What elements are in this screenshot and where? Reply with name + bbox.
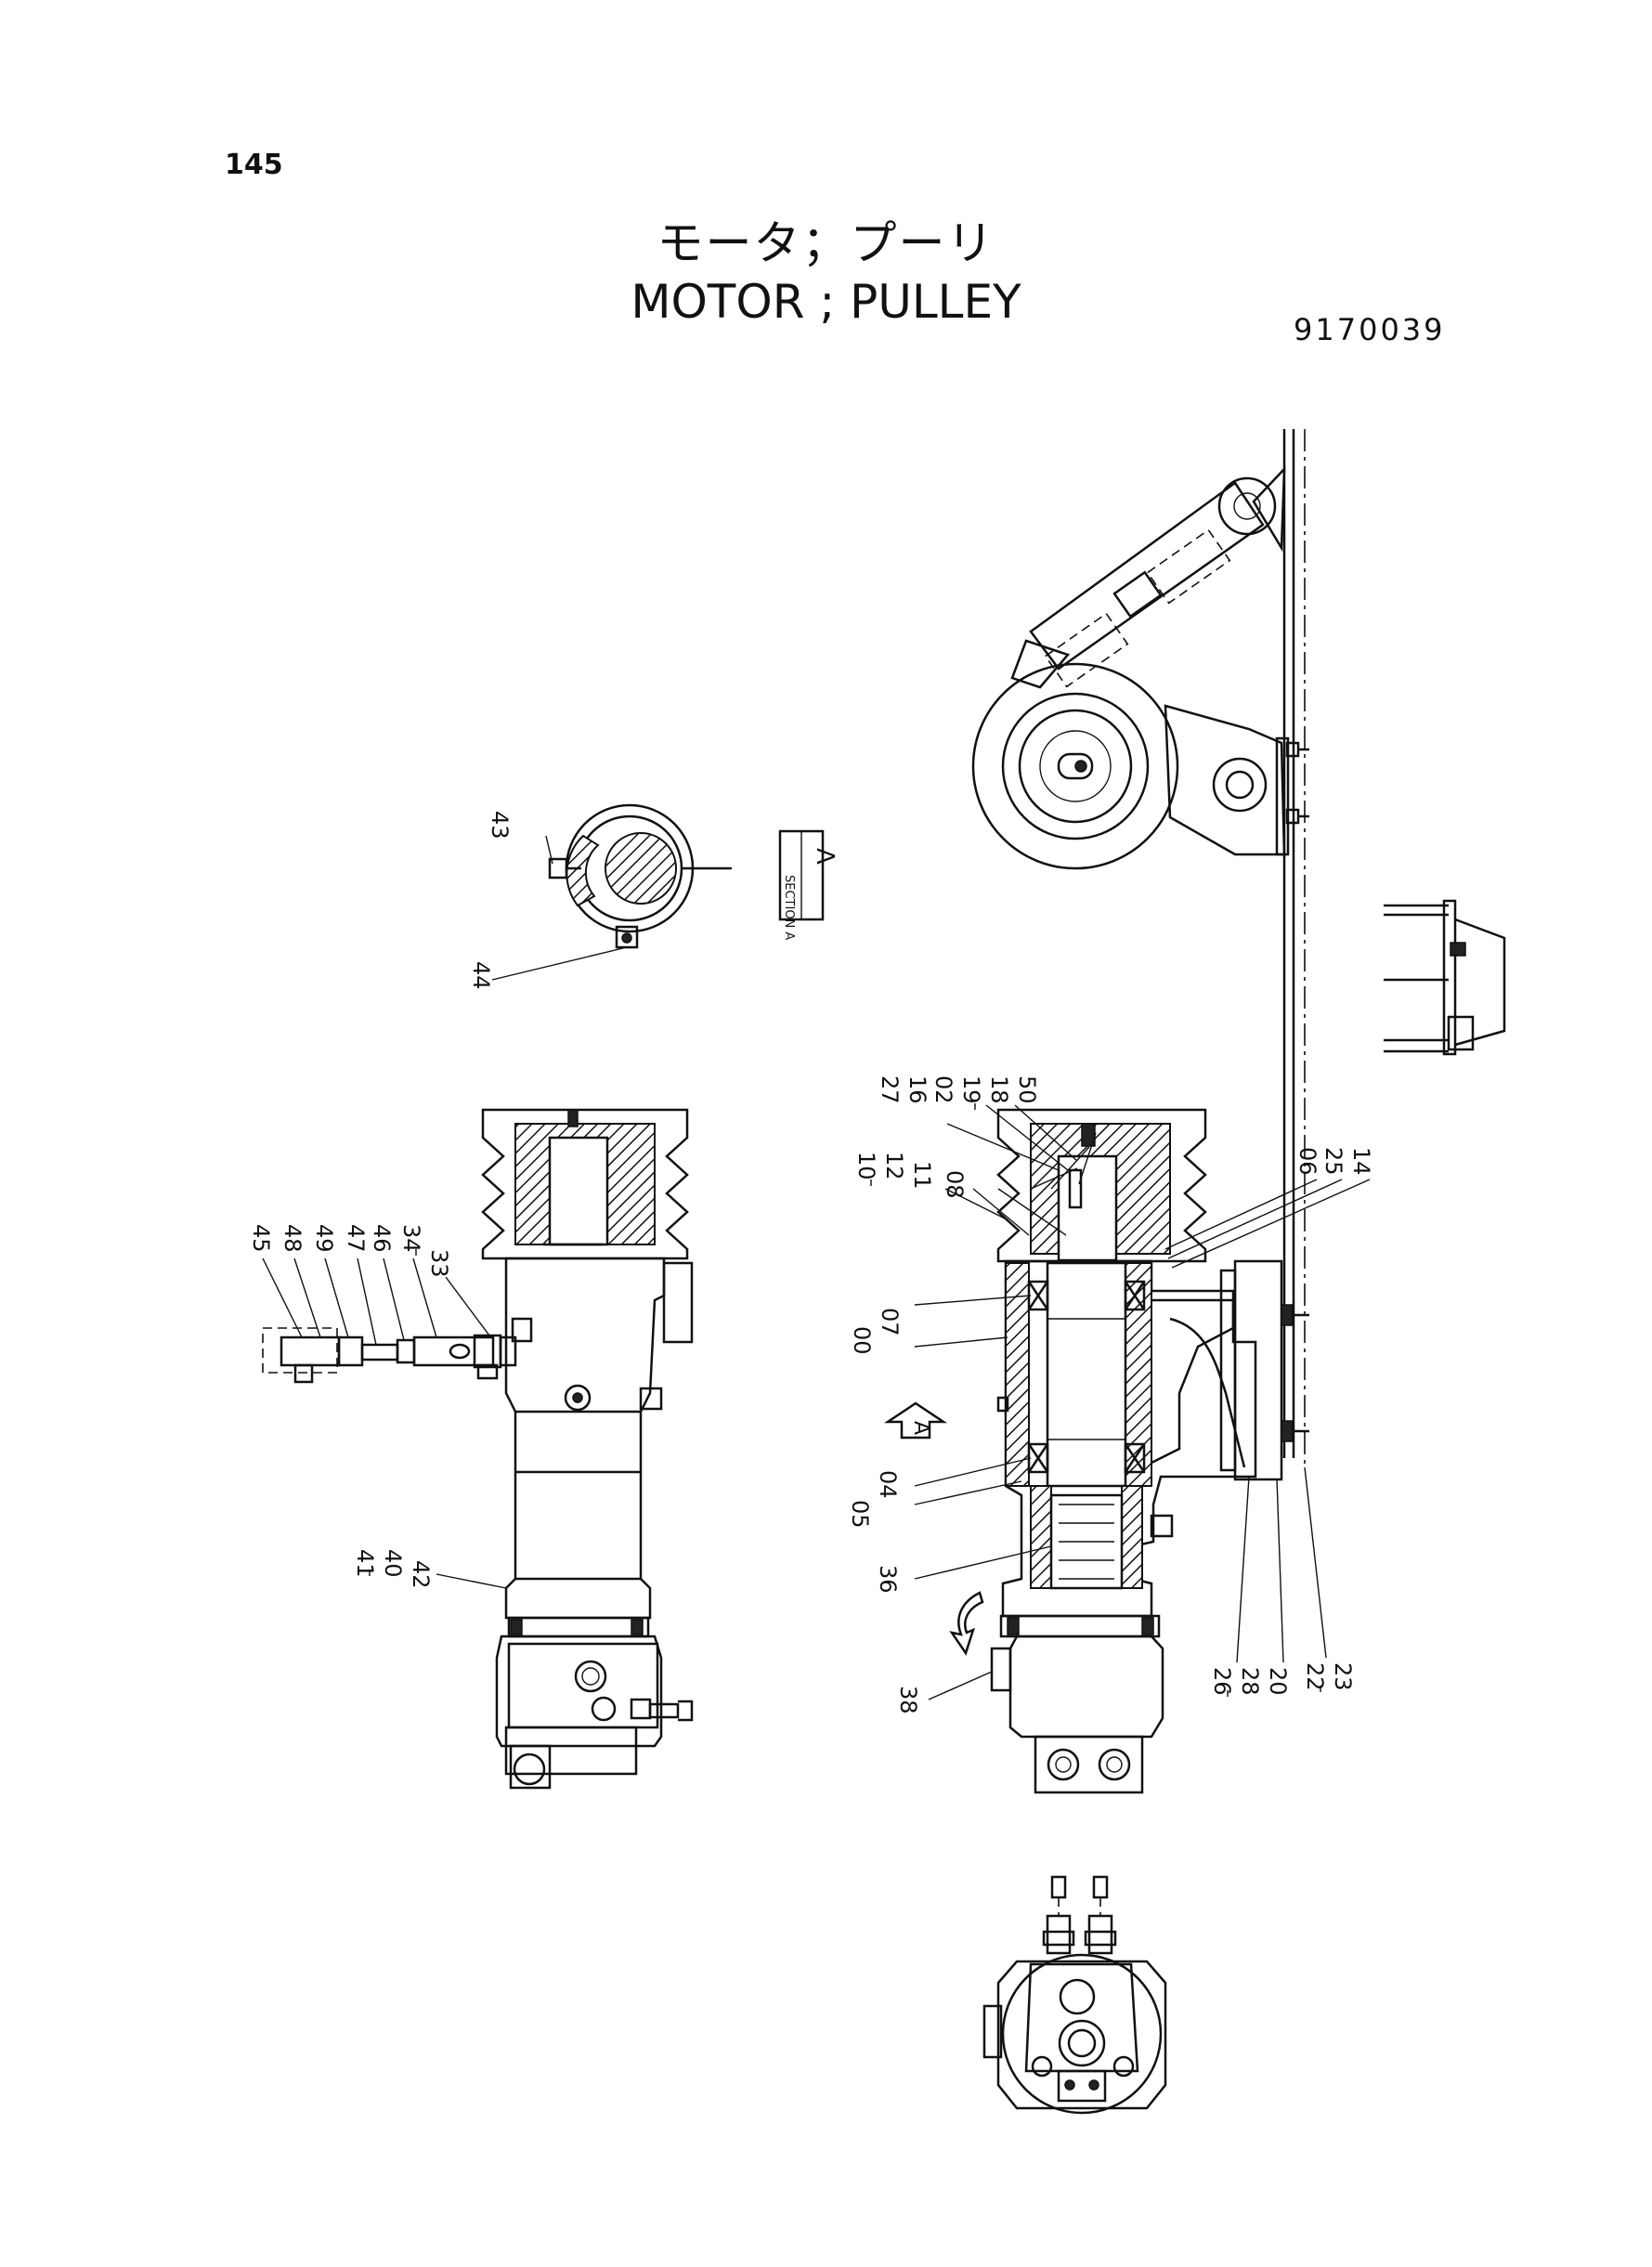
external-side-view [262,1108,694,1790]
page-number: 145 [225,149,283,181]
callout-38: 38 [895,1686,921,1714]
callout-22: 22 [1302,1662,1328,1691]
callout-06: 06 [1294,1147,1320,1176]
callout-45: 45 [248,1224,274,1253]
rotation-arrow-icon [949,1591,984,1656]
title-english: MOTOR ; PULLEY [631,275,1021,329]
callout-10: 10 [853,1152,879,1180]
callout-14: 14 [1348,1147,1374,1176]
callout-19: 19 [958,1075,984,1104]
callout-00: 00 [849,1326,875,1355]
callout-44: 44 [468,961,494,990]
mount-detail-view [1384,899,1506,1056]
callout-04: 04 [875,1470,901,1499]
svg-text:A: A [909,1421,932,1435]
callout-49: 49 [311,1224,337,1253]
callout-20: 20 [1265,1667,1291,1696]
callout-33: 33 [426,1249,452,1278]
callout-25: 25 [1320,1147,1346,1176]
callout-11: 11 [909,1161,935,1190]
callout-48: 48 [280,1224,306,1253]
callout-47: 47 [343,1224,369,1253]
title-japanese: モータ；プーリ [657,216,995,270]
callout-07: 07 [877,1308,903,1336]
callout-41: 41 [352,1549,378,1578]
callout-08: 08 [942,1170,968,1199]
callout-28: 28 [1237,1667,1263,1696]
callout-05: 05 [847,1500,873,1529]
callout-02: 02 [930,1075,956,1104]
callout-labels: 43 44 45 48 49 47 46 34 33 41 40 42 27 1… [248,811,1374,1714]
callout-36: 36 [875,1565,901,1594]
section-a-view [548,803,732,949]
callout-40: 40 [380,1549,406,1578]
callout-50: 50 [1014,1075,1040,1104]
callout-26: 26 [1209,1667,1235,1696]
leader-lines [262,835,1371,1700]
tensioner-side-view [971,465,1309,870]
callout-23: 23 [1330,1662,1356,1691]
callout-16: 16 [904,1075,930,1104]
section-a-text: SECTION A [782,875,796,940]
section-a-label-box: A SECTION A [778,829,839,940]
frame-reference-lines [1282,429,1306,1467]
sectional-view [990,1108,1309,1794]
callout-18: 18 [986,1075,1012,1104]
callout-42: 42 [408,1560,434,1589]
callout-43: 43 [487,811,513,840]
view-arrow-a-icon: A [883,1401,948,1440]
drawing-number: 9170039 [1294,312,1446,347]
callout-46: 46 [369,1224,395,1253]
callout-12: 12 [881,1152,907,1180]
callout-34: 34 [398,1224,424,1253]
section-a-letter: A [811,848,839,865]
callout-27: 27 [877,1075,903,1104]
motor-end-view [982,1875,1167,2115]
